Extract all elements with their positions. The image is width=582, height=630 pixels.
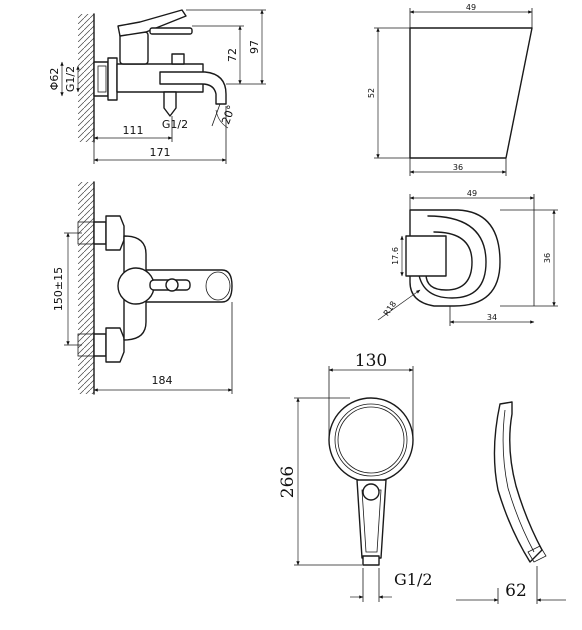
spout-tip-front <box>205 271 231 301</box>
hand-shower-side: 62 <box>456 401 566 604</box>
dim-outlet-thread: G1/2 <box>162 118 188 131</box>
holder-ring-inner <box>425 231 473 291</box>
holder-top-view: 49 17.6 36 34 R18 <box>377 189 558 326</box>
escutcheon <box>107 57 118 101</box>
shower-side-outline <box>493 401 543 563</box>
shower-head-inner <box>334 403 408 477</box>
shower-side-contour <box>502 409 535 553</box>
shower-length: 266 <box>278 466 298 498</box>
shower-side-connector <box>527 545 547 563</box>
cartridge-housing <box>119 31 149 65</box>
mixer-side-view: Φ62 G1/2 72 97 G1/2 20° 111 171 <box>48 9 266 164</box>
holder-width: 49 <box>467 189 477 198</box>
shower-outlet <box>163 91 177 117</box>
dim-w171: 171 <box>150 146 171 159</box>
holder-height: 52 <box>367 88 376 98</box>
dim-d62: Φ62 <box>48 68 61 91</box>
holder-side-outline <box>409 27 533 159</box>
shower-handle <box>356 479 387 559</box>
dim-centers: 150±15 <box>52 267 65 311</box>
holder-radius: R18 <box>382 300 398 318</box>
wall-hatching-front <box>78 182 94 394</box>
holder-depth: 36 <box>543 253 552 263</box>
dim-angle: 20° <box>219 103 238 126</box>
holder-inner: 17.6 <box>391 247 400 265</box>
dim-h72: 72 <box>226 48 239 62</box>
cartridge-front <box>117 267 155 305</box>
lower-nut <box>105 327 125 363</box>
dim-w111: 111 <box>123 124 144 137</box>
wall-hatching <box>78 14 94 142</box>
spray-face <box>337 406 405 474</box>
lower-eccentric <box>93 333 107 357</box>
shower-depth: 62 <box>505 581 527 601</box>
handle-button <box>362 483 380 501</box>
shower-thread: G1/2 <box>394 570 433 589</box>
upper-eccentric <box>93 221 107 245</box>
lever-handle <box>149 27 193 35</box>
mixer-front-view: 150±15 184 <box>52 181 233 395</box>
shower-head-rim <box>328 397 414 483</box>
dim-h97: 97 <box>248 40 261 54</box>
holder-top-width: 49 <box>466 3 476 12</box>
eccentric-thread <box>97 65 107 93</box>
diverter-knob <box>171 53 185 65</box>
shower-connector <box>362 555 380 566</box>
dim-w184: 184 <box>152 374 173 387</box>
holder-wall-plate <box>405 235 447 277</box>
holder-bottom: 34 <box>487 313 497 322</box>
lever-knob-front <box>165 278 179 292</box>
dim-inlet-thread: G1/2 <box>64 66 77 92</box>
mixer-lever <box>117 9 187 37</box>
upper-nut <box>105 215 125 251</box>
bath-spout <box>159 71 227 105</box>
holder-ring-outer <box>417 215 487 299</box>
shower-width: 130 <box>355 351 387 371</box>
hand-shower-front: 130 266 G1/2 <box>278 351 433 602</box>
holder-side-view: 49 52 36 <box>367 3 533 176</box>
holder-bottom-width: 36 <box>453 163 463 172</box>
